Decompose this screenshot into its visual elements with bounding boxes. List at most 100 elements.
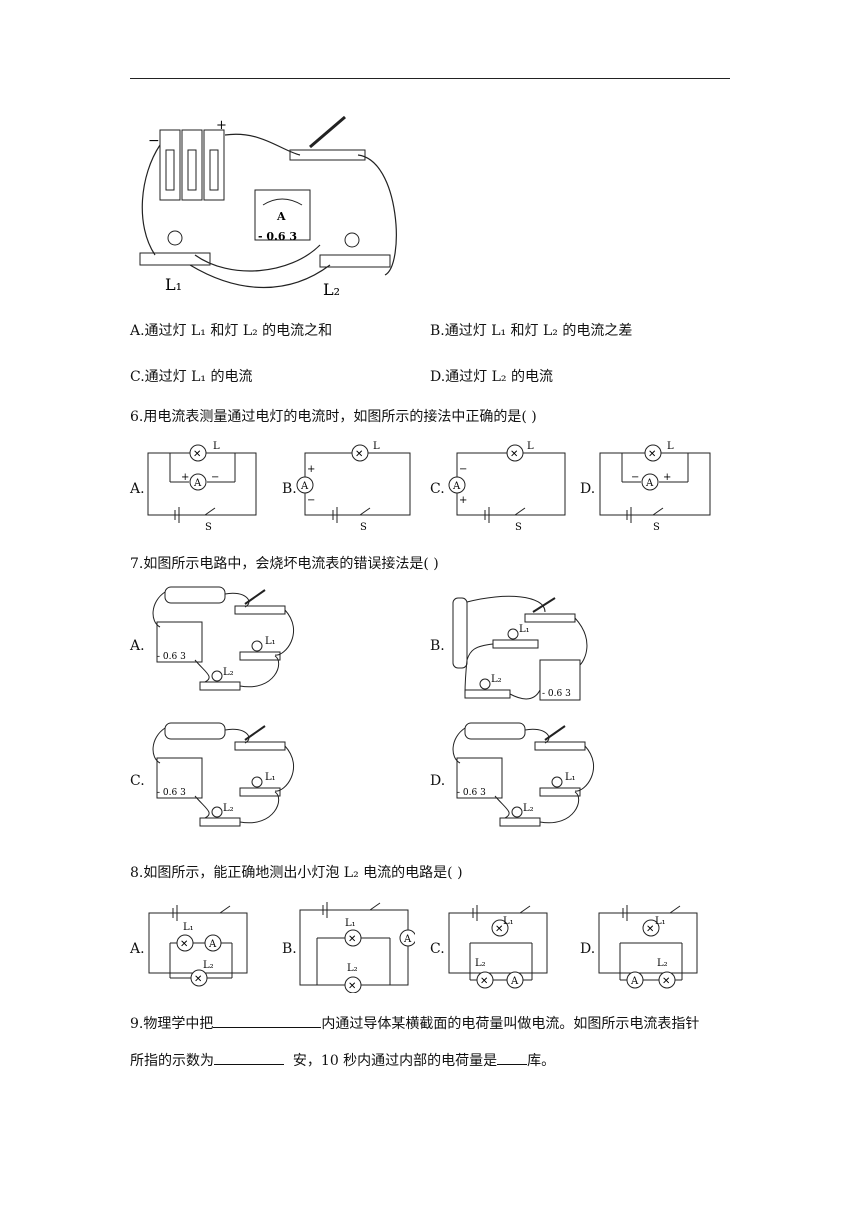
svg-text:L₂: L₂ [223, 803, 234, 814]
q9-line2: 所指的示数为 安，10 秒内通过内部的电荷量是 库。 [130, 1050, 555, 1070]
q6-option-a[interactable]: A. [130, 481, 145, 497]
svg-text:A: A [208, 939, 217, 950]
svg-text:+: + [216, 118, 227, 133]
svg-text:✕: ✕ [355, 449, 363, 460]
svg-text:✕: ✕ [662, 976, 670, 987]
q9-blank-2[interactable] [214, 1050, 284, 1065]
q7-option-d[interactable]: D. [430, 773, 446, 789]
q5-circuit-figure: − + A - 0.6 3 L₁ L₂ [139, 115, 397, 299]
svg-text:A: A [630, 976, 639, 987]
q7-circuit-c: - 0.6 3 L₁ L₂ [152, 722, 295, 827]
svg-text:✕: ✕ [646, 924, 654, 935]
header-rule [130, 78, 730, 79]
q8-option-d[interactable]: D. [580, 941, 596, 957]
lamp-l1-icon [139, 230, 211, 266]
q6-circuit-b: ✕ L A +− S [296, 441, 411, 530]
lamp-l2-icon [319, 232, 391, 268]
svg-text:- 0.6 3: - 0.6 3 [542, 689, 571, 699]
svg-text:- 0.6 3: - 0.6 3 [258, 230, 297, 243]
q6-option-d[interactable]: D. [580, 481, 596, 497]
svg-text:+: + [663, 472, 671, 483]
svg-text:✕: ✕ [648, 449, 656, 460]
svg-text:L₁: L₁ [165, 275, 182, 294]
svg-text:−: − [631, 472, 639, 483]
svg-text:S: S [360, 522, 367, 530]
svg-text:L₁: L₁ [519, 624, 530, 635]
svg-text:A: A [452, 481, 461, 492]
svg-text:+: + [181, 472, 189, 483]
q6-circuit-a: ✕ L A + − S [147, 441, 257, 530]
q9-line1: 9.物理学中把 内通过导体某横截面的电荷量叫做电流。如图所示电流表指针 [130, 1013, 699, 1033]
q8-option-c[interactable]: C. [430, 941, 445, 957]
q6-circuit-c: ✕ L A − + S [448, 441, 566, 530]
svg-text:L₁: L₁ [503, 916, 514, 927]
svg-text:✕: ✕ [480, 976, 488, 987]
svg-text:✕: ✕ [510, 449, 518, 460]
q9-blank-3[interactable] [497, 1050, 528, 1065]
svg-text:S: S [205, 522, 212, 530]
svg-text:- 0.6 3: - 0.6 3 [157, 652, 186, 662]
svg-text:L: L [667, 441, 674, 452]
svg-text:- 0.6 3: - 0.6 3 [157, 788, 186, 798]
svg-text:✕: ✕ [348, 981, 356, 992]
svg-text:−: − [211, 472, 219, 483]
q6-option-c[interactable]: C. [430, 481, 445, 497]
q7-option-a[interactable]: A. [130, 638, 145, 654]
q9-text-3: 所指的示数为 [130, 1053, 214, 1069]
svg-text:A: A [510, 976, 519, 987]
q7-option-b[interactable]: B. [430, 638, 445, 654]
q8-circuit-c: ✕ ✕ A L₁ L₂ [448, 905, 548, 989]
q8-stem: 8.如图所示，能正确地测出小灯泡 L₂ 电流的电路是( ) [130, 865, 463, 881]
svg-text:✕: ✕ [194, 974, 202, 985]
svg-text:A: A [193, 478, 202, 489]
q7-stem: 7.如图所示电路中，会烧坏电流表的错误接法是( ) [130, 556, 439, 572]
svg-text:A: A [645, 478, 654, 489]
svg-text:S: S [515, 522, 522, 530]
q5-option-a[interactable]: A.通过灯 L₁ 和灯 L₂ 的电流之和 [130, 323, 333, 339]
q9-text-5: 库。 [527, 1053, 556, 1069]
q9-text-4: 安，10 秒内通过内部的电荷量是 [292, 1053, 498, 1069]
svg-text:+: + [459, 495, 467, 506]
svg-text:L: L [213, 441, 220, 452]
svg-text:L₂: L₂ [491, 674, 502, 685]
q5-option-c[interactable]: C.通过灯 L₁ 的电流 [130, 369, 253, 385]
svg-text:L₁: L₁ [183, 922, 194, 933]
svg-text:L₂: L₂ [475, 958, 486, 969]
q5-option-b[interactable]: B.通过灯 L₁ 和灯 L₂ 的电流之差 [430, 323, 633, 339]
svg-text:✕: ✕ [193, 449, 201, 460]
q6-option-b[interactable]: B. [282, 481, 297, 497]
battery-icon [159, 129, 225, 201]
ammeter-icon: A - 0.6 3 [254, 189, 311, 243]
q5-option-d[interactable]: D.通过灯 L₂ 的电流 [430, 369, 553, 385]
svg-text:- 0.6 3: - 0.6 3 [457, 788, 486, 798]
svg-text:S: S [653, 522, 660, 530]
svg-text:−: − [307, 495, 315, 506]
svg-text:L₁: L₁ [345, 918, 356, 929]
svg-text:L₁: L₁ [265, 636, 276, 647]
q8-option-b[interactable]: B. [282, 941, 297, 957]
svg-text:L₂: L₂ [657, 958, 668, 969]
svg-text:A: A [300, 481, 309, 492]
q8-option-a[interactable]: A. [130, 941, 145, 957]
svg-text:L₂: L₂ [323, 280, 340, 299]
svg-text:A: A [403, 934, 412, 945]
q8-circuit-d: ✕ A ✕ L₁ L₂ [598, 905, 698, 989]
svg-text:L₂: L₂ [223, 667, 234, 678]
q9-blank-1[interactable] [213, 1013, 322, 1028]
svg-text:−: − [459, 464, 467, 475]
q6-stem: 6.用电流表测量通过电灯的电流时，如图所示的接法中正确的是( ) [130, 409, 537, 425]
q7-option-c[interactable]: C. [130, 773, 145, 789]
svg-text:L₁: L₁ [655, 916, 666, 927]
svg-text:L: L [527, 441, 534, 452]
q9-text-1: 9.物理学中把 [130, 1016, 214, 1032]
svg-text:−: − [148, 133, 160, 149]
q9-text-2: 内通过导体某横截面的电荷量叫做电流。如图所示电流表指针 [321, 1016, 700, 1032]
q6-circuit-d: ✕ L A − + S [599, 441, 711, 530]
svg-text:✕: ✕ [495, 924, 503, 935]
svg-text:L₂: L₂ [523, 803, 534, 814]
svg-text:L₁: L₁ [565, 772, 576, 783]
switch-icon [289, 115, 366, 161]
svg-text:L₂: L₂ [347, 963, 358, 974]
svg-text:✕: ✕ [180, 939, 188, 950]
